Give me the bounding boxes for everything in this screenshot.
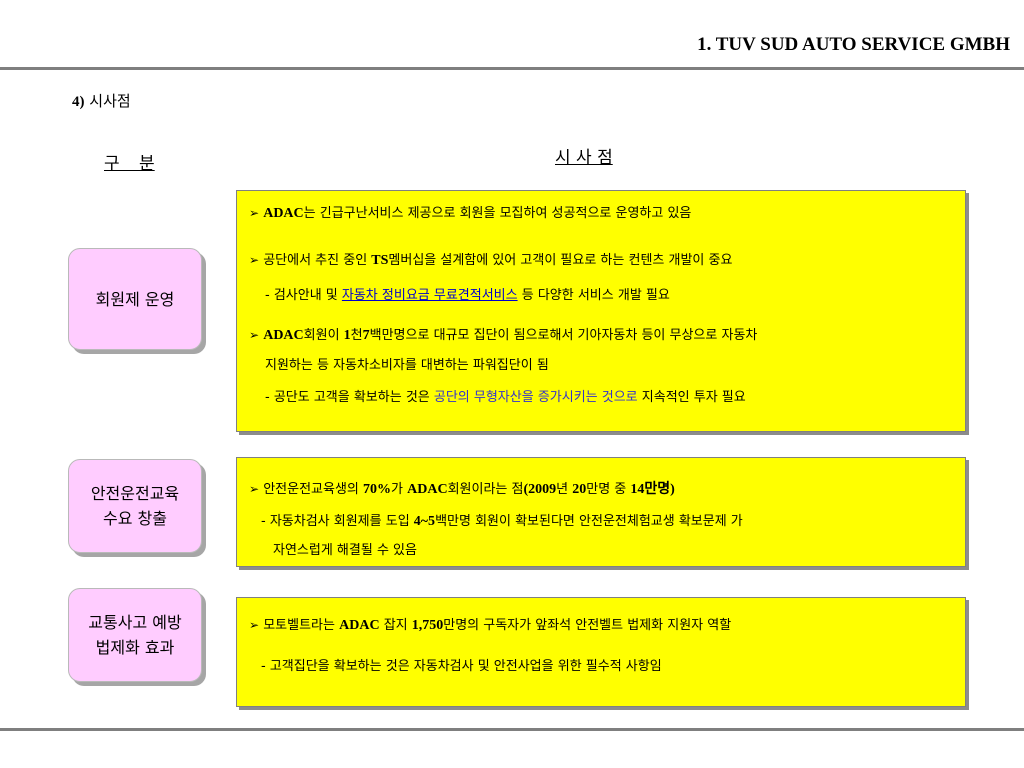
sub-line: - 검사안내 및 자동차 정비요금 무료견적서비스 등 다양한 서비스 개발 필… — [265, 284, 670, 303]
text: 잡지 — [379, 618, 412, 633]
text-number: 1 — [343, 328, 351, 343]
bullet-line: ➢ 안전운전교육생의 70%가 ADAC회원이라는 점(2009년 20만명 중… — [249, 478, 675, 498]
text-adac: ADAC — [263, 206, 304, 221]
text: 는 긴급구난서비스 제공으로 회원을 모집하여 성공적으로 운영하고 있음 — [303, 206, 692, 221]
service-link[interactable]: 자동차 정비요금 무료견적서비스 — [341, 288, 518, 303]
text-ts: TS — [371, 253, 389, 268]
text: 지속적인 투자 필요 — [637, 390, 746, 405]
bullet-line: ➢ ADAC회원이 1천7백만명으로 대규모 집단이 됨으로해서 기아자동차 등… — [249, 324, 757, 344]
text-adac: ADAC — [263, 328, 304, 343]
section-heading: 4) 시사점 — [72, 90, 131, 111]
bullet-arrow-icon: ➢ — [249, 328, 260, 342]
sub-continuation: 자연스럽게 해결될 수 있음 — [273, 543, 417, 558]
text-number: 7 — [362, 328, 370, 343]
category-membership: 회원제 운영 — [68, 248, 202, 350]
bullet-arrow-icon: ➢ — [249, 206, 260, 220]
page-title: 1. TUV SUD AUTO SERVICE GMBH — [697, 34, 1010, 55]
text-adac: ADAC — [339, 618, 380, 633]
text-number: 1,750 — [411, 618, 444, 633]
bullet-continuation: 지원하는 등 자동차소비자를 대변하는 파워집단이 됨 — [265, 358, 549, 373]
text: 공단에서 추진 중인 — [263, 253, 372, 268]
text: 모토벨트라는 — [263, 618, 340, 633]
text: 천 — [350, 328, 363, 343]
column-header-category: 구 분 — [104, 154, 155, 174]
text: 회원이 — [303, 328, 344, 343]
column-header-implications: 시 사 점 — [555, 148, 613, 168]
text: 멤버십을 설계함에 있어 고객이 필요로 하는 컨텐츠 개발이 중요 — [388, 253, 733, 268]
category-label: 교통사고 예방 — [88, 613, 182, 632]
text-number: 4~5 — [413, 514, 436, 529]
section-label: 시사점 — [89, 92, 131, 110]
text-number: 70% — [363, 482, 392, 497]
text: 회원이라는 점 — [447, 482, 524, 497]
text: 년 — [556, 482, 573, 497]
implication-box-membership: ➢ ADAC는 긴급구난서비스 제공으로 회원을 모집하여 성공적으로 운영하고… — [236, 190, 966, 432]
text: 만명 중 — [586, 482, 631, 497]
text-number: (2009 — [523, 482, 557, 497]
bullet-line: ➢ ADAC는 긴급구난서비스 제공으로 회원을 모집하여 성공적으로 운영하고… — [249, 202, 691, 222]
implication-box-safety-education: ➢ 안전운전교육생의 70%가 ADAC회원이라는 점(2009년 20만명 중… — [236, 457, 966, 567]
footer-divider — [0, 728, 1024, 731]
implication-box-accident-prevention: ➢ 모토벨트라는 ADAC 잡지 1,750만명의 구독자가 앞좌석 안전벨트 … — [236, 597, 966, 707]
category-label: 법제화 효과 — [95, 638, 175, 657]
category-label: 수요 창출 — [103, 509, 167, 528]
text-number: 14 — [630, 482, 645, 497]
text: 백만명으로 대규모 집단이 됨으로해서 기아자동차 등이 무상으로 자동차 — [369, 328, 758, 343]
highlight-text: 공단의 무형자산을 증가시키는 것으로 — [433, 390, 638, 405]
category-accident-prevention: 교통사고 예방 법제화 효과 — [68, 588, 202, 682]
text: 등 다양한 서비스 개발 필요 — [517, 288, 670, 303]
text-adac: ADAC — [407, 482, 448, 497]
section-number: 4) — [72, 94, 85, 110]
category-label: 안전운전교육 — [90, 484, 180, 503]
text: 만명의 구독자가 앞좌석 안전벨트 법제화 지원자 역할 — [443, 618, 732, 633]
bullet-arrow-icon: ➢ — [249, 482, 260, 496]
text: 만명) — [644, 482, 675, 497]
text: - 자동차검사 회원제를 도입 — [261, 514, 414, 529]
sub-line: - 고객집단을 확보하는 것은 자동차검사 및 안전사업을 위한 필수적 사항임 — [261, 659, 662, 674]
sub-line: - 자동차검사 회원제를 도입 4~5백만명 회원이 확보된다면 안전운전체험교… — [261, 510, 743, 530]
sub-line: - 공단도 고객을 확보하는 것은 공단의 무형자산을 증가시키는 것으로 지속… — [265, 386, 746, 405]
text-number: 20 — [572, 482, 587, 497]
bullet-line: ➢ 공단에서 추진 중인 TS멤버십을 설계함에 있어 고객이 필요로 하는 컨… — [249, 249, 732, 269]
text: - 검사안내 및 — [265, 288, 342, 303]
category-label: 회원제 운영 — [95, 289, 175, 309]
header-divider — [0, 67, 1024, 70]
text: 백만명 회원이 확보된다면 안전운전체험교생 확보문제 가 — [435, 514, 743, 529]
category-safety-education: 안전운전교육 수요 창출 — [68, 459, 202, 553]
text: - 공단도 고객을 확보하는 것은 — [265, 390, 434, 405]
bullet-arrow-icon: ➢ — [249, 253, 260, 267]
bullet-line: ➢ 모토벨트라는 ADAC 잡지 1,750만명의 구독자가 앞좌석 안전벨트 … — [249, 614, 731, 634]
text: 가 — [391, 482, 408, 497]
text: 안전운전교육생의 — [263, 482, 364, 497]
bullet-arrow-icon: ➢ — [249, 618, 260, 632]
